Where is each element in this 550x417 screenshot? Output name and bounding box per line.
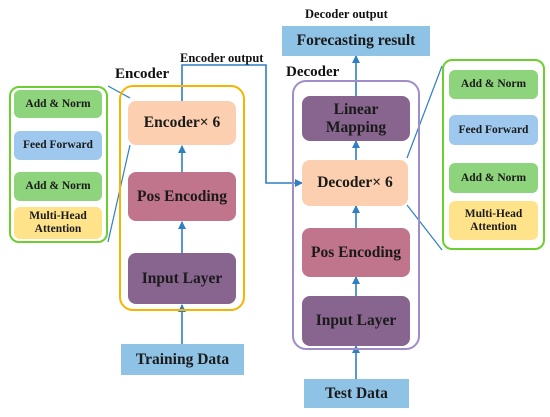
- decoder-title: Decoder: [286, 64, 340, 80]
- encoder-input-layer: Input Layer: [128, 253, 236, 304]
- decoder-expand-top: [406, 65, 443, 159]
- decoder-feed-forward: Feed Forward: [449, 115, 538, 145]
- decoder-linear-mapping: Linear Mapping: [302, 96, 410, 141]
- decoder-pos-encoding: Pos Encoding: [302, 228, 410, 277]
- decoder-sublayer-panel: [442, 59, 545, 250]
- encoder-output-label: Encoder output: [180, 51, 264, 65]
- arrow-encoder-output-to-decoder: [181, 64, 303, 187]
- decoder-input-layer: Input Layer: [302, 296, 410, 346]
- encoder-multi-head-attention: Multi-Head Attention: [14, 207, 102, 239]
- encoder-stack: Encoder× 6: [128, 101, 236, 145]
- encoder-pos-encoding: Pos Encoding: [128, 172, 236, 221]
- decoder-output-label: Decoder output: [305, 7, 388, 21]
- encoder-container: [119, 85, 245, 311]
- decoder-expand-bottom: [406, 204, 443, 251]
- decoder-multi-head-attention: Multi-Head Attention: [449, 201, 538, 240]
- decoder-stack: Decoder× 6: [302, 160, 408, 206]
- encoder-feed-forward: Feed Forward: [14, 131, 102, 160]
- encoder-add-norm-top: Add & Norm: [14, 90, 102, 118]
- forecasting-result-box: Forecasting result: [282, 26, 430, 56]
- encoder-sublayer-panel: [9, 86, 108, 243]
- encoder-add-norm-bottom: Add & Norm: [14, 172, 102, 201]
- training-data-box: Training Data: [121, 344, 244, 375]
- decoder-add-norm-top: Add & Norm: [449, 70, 538, 99]
- test-data-box: Test Data: [304, 379, 409, 408]
- decoder-add-norm-bottom: Add & Norm: [449, 163, 538, 193]
- encoder-title: Encoder: [115, 66, 170, 82]
- decoder-container: [292, 80, 420, 350]
